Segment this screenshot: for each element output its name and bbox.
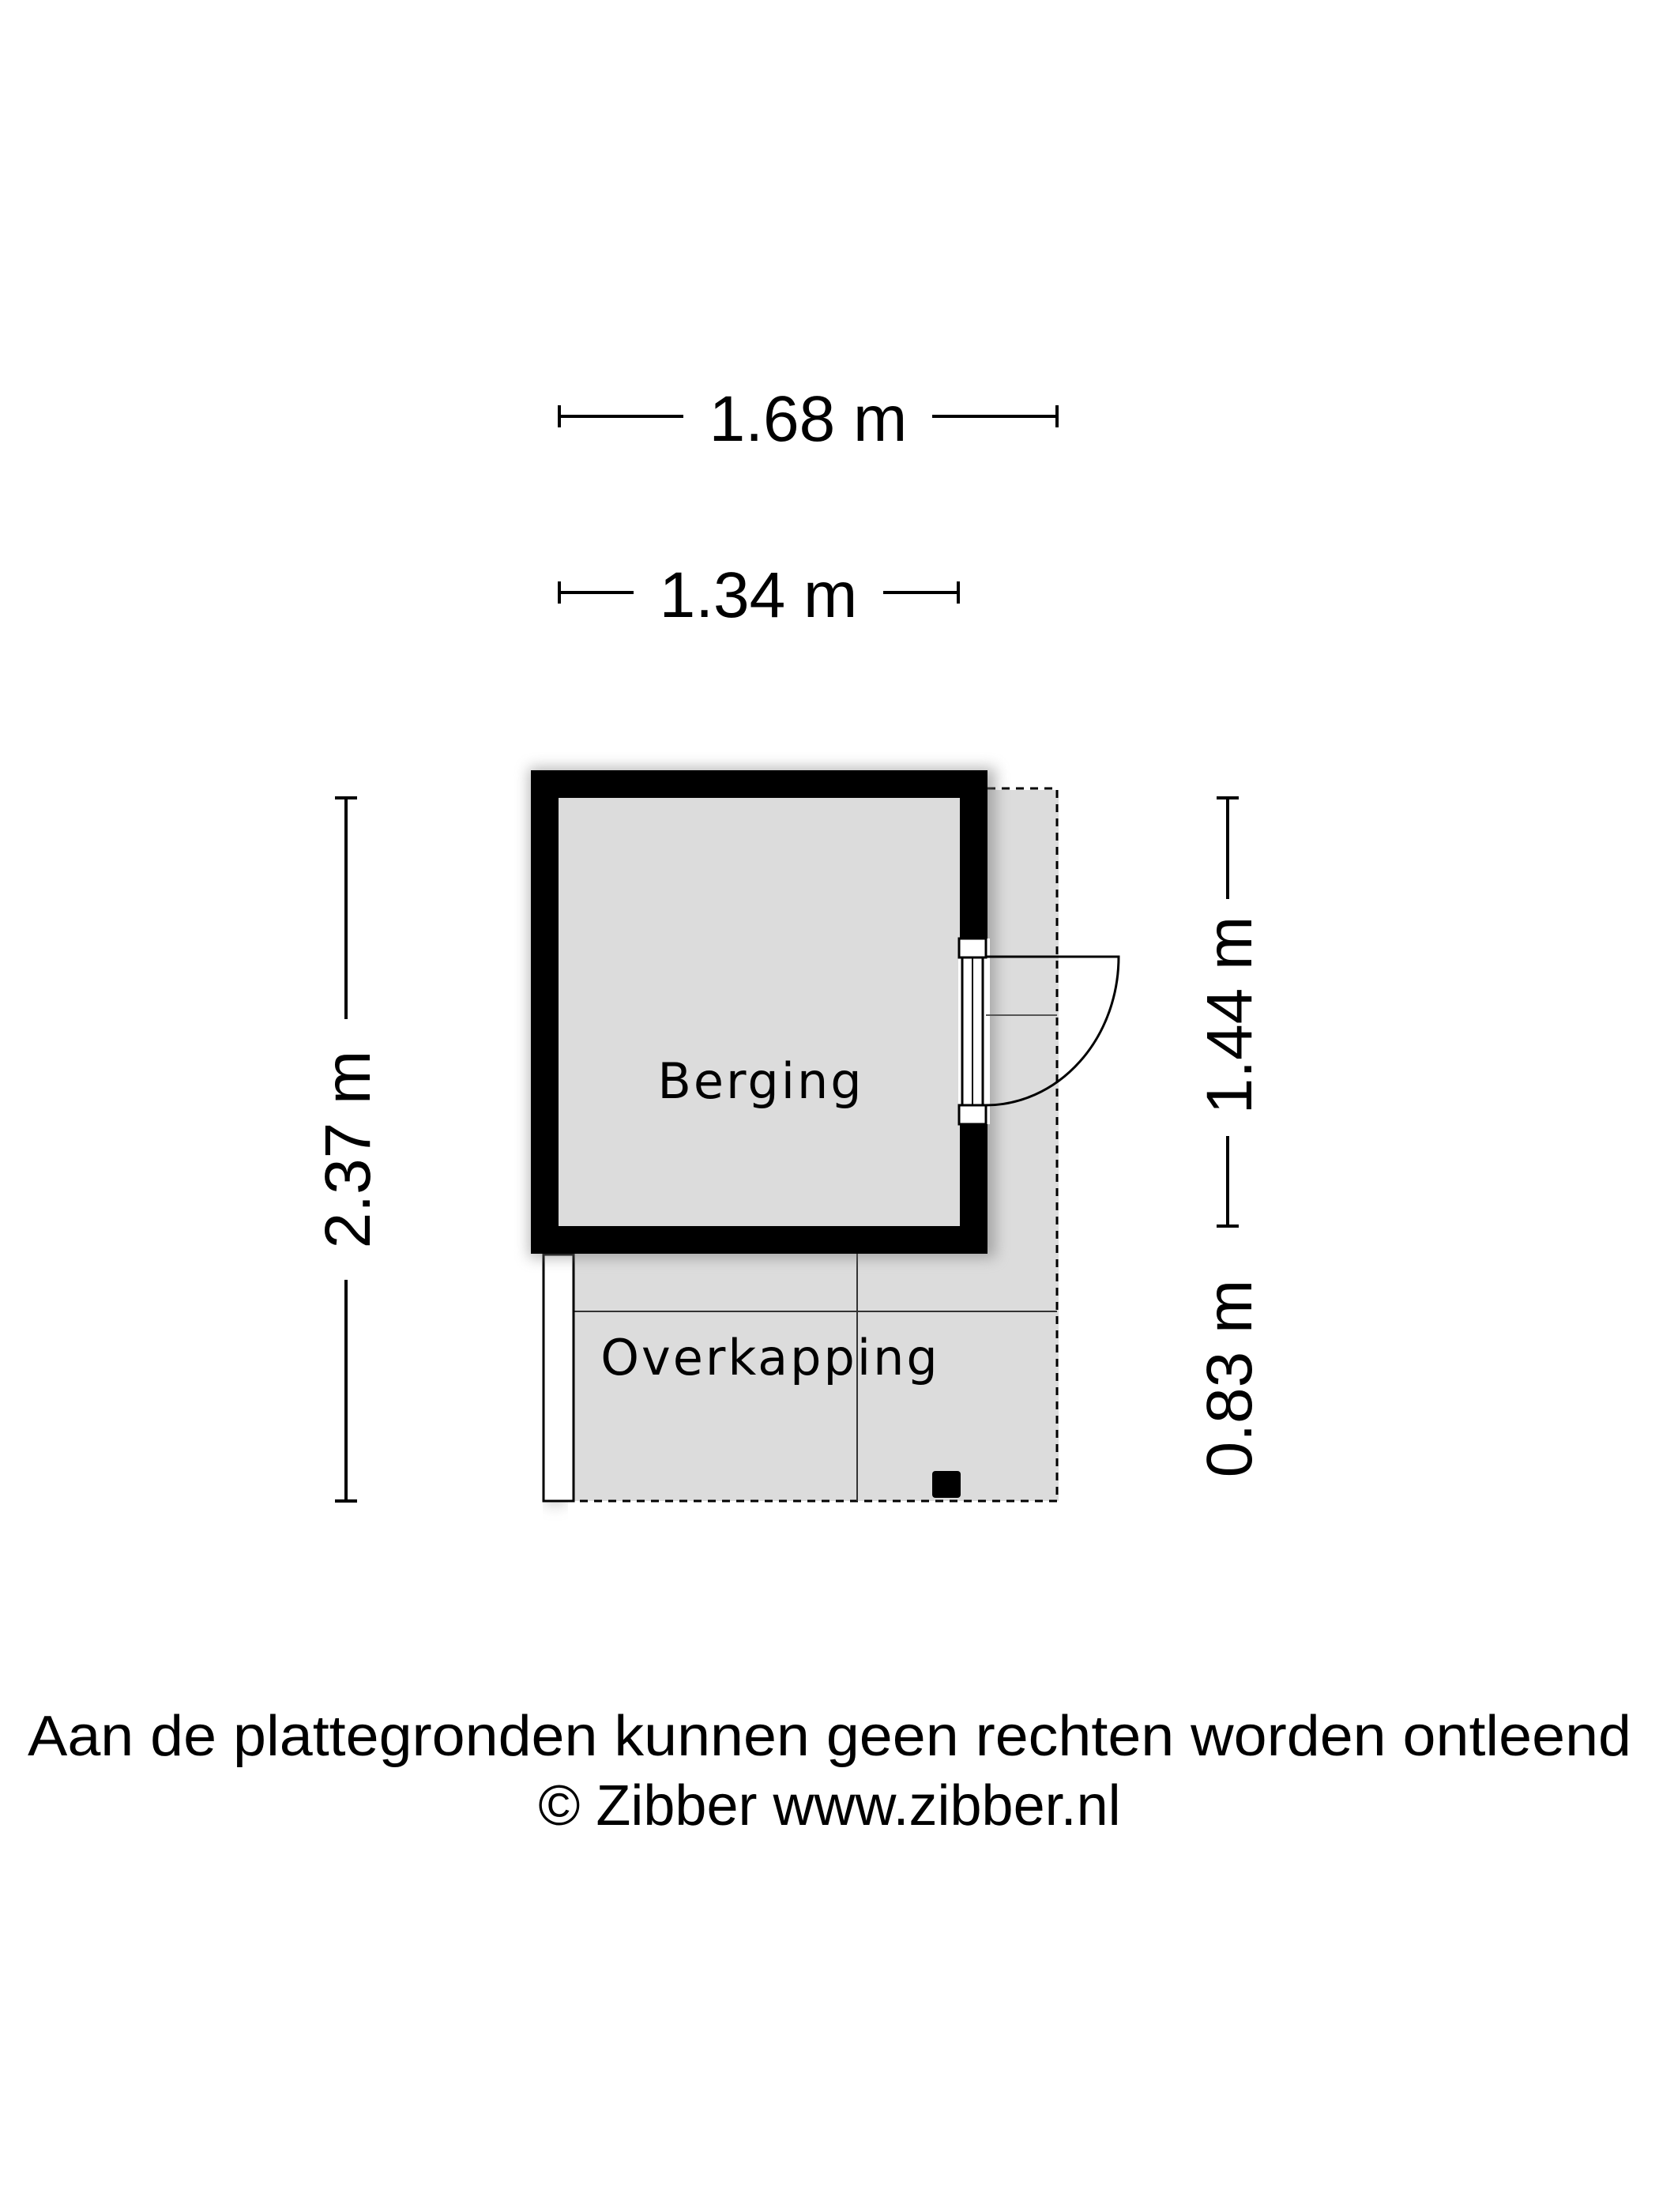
dimension-label-top-outer: 1.68 m — [709, 383, 908, 455]
pillar — [542, 1253, 575, 1503]
storage-floor — [559, 798, 960, 1226]
door-jamb-top — [957, 937, 988, 959]
footer-disclaimer: Aan de plattegronden kunnen geen rechten… — [28, 1705, 1631, 1768]
dimension-label-top-inner: 1.34 m — [660, 559, 858, 631]
post-marker — [932, 1471, 961, 1498]
footer-copyright: © Zibber www.zibber.nl — [538, 1774, 1120, 1838]
canopy-dashed-outline — [564, 787, 1059, 1503]
door-swing-arc — [985, 955, 1120, 1107]
dimension-label-right-upper: 1.44 m — [1194, 916, 1266, 1115]
room-label-overkapping: Overkapping — [600, 1329, 940, 1386]
dimension-right-lower: 0.83 m — [1194, 1280, 1266, 1478]
dimension-right-upper: 1.44 m — [1194, 796, 1266, 1228]
dimension-top-outer: 1.68 m — [558, 383, 1059, 455]
dimension-left-total: 2.37 m — [312, 796, 384, 1503]
dimension-label-left-total: 2.37 m — [312, 1051, 384, 1249]
dimension-label-right-lower: 0.83 m — [1194, 1280, 1266, 1478]
storage-room — [529, 768, 1120, 1258]
dimension-top-inner: 1.34 m — [558, 559, 960, 631]
door-jamb-bottom — [957, 1104, 988, 1126]
room-label-berging: Berging — [657, 1052, 863, 1110]
